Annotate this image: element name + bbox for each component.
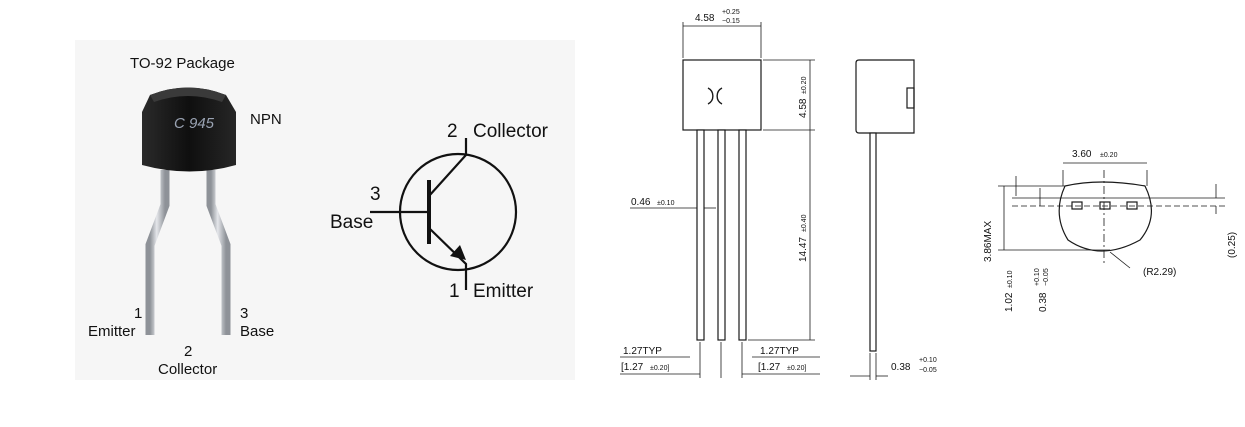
emitter-arrow [450, 245, 466, 260]
body-height-label: 4.58 ±0.20 [798, 76, 809, 118]
side-notch [906, 87, 915, 109]
body-marking: C 945 [174, 115, 215, 132]
pitch-left-tol: ±0.20] [650, 365, 669, 372]
photo-panel: TO-92 Package C 945 NPN 1 Emitter 2 Coll… [75, 40, 575, 380]
lead-thickness-dim: 0.38 [891, 362, 911, 373]
bottom-pad-2 [1099, 201, 1111, 210]
to92-body: C 945 [142, 87, 236, 172]
body-top-bevel [150, 87, 226, 102]
side-lead [869, 132, 877, 352]
svg-text:+0.10: +0.10 [1034, 268, 1041, 286]
front-lead-1 [696, 129, 705, 341]
radius-dim: (R2.29) [1143, 267, 1176, 278]
bottom-width-tol: ±0.20 [1100, 152, 1118, 159]
bottom-pad-3 [1126, 201, 1138, 210]
front-lead-2 [717, 129, 726, 341]
width-tol-minus: −0.15 [722, 18, 740, 25]
emitter-label: Emitter [473, 281, 534, 302]
pitch-right-val: [1.27 [758, 362, 781, 373]
pin1-name: Emitter [88, 323, 136, 340]
emitter-wire [428, 227, 468, 290]
width-tol-plus: +0.25 [722, 9, 740, 16]
width-dim: 4.58 [695, 13, 715, 24]
base-number: 3 [370, 184, 381, 205]
npn-symbol [370, 138, 518, 290]
gap-dim: (0.25) [1227, 232, 1238, 258]
pin2-name: Collector [158, 361, 217, 378]
svg-text:4.58: 4.58 [798, 98, 809, 118]
svg-text:14.47: 14.47 [798, 237, 809, 262]
pin1-number: 1 [134, 305, 142, 322]
front-lead-3 [738, 129, 747, 341]
bottom-pad-1 [1071, 201, 1083, 210]
svg-text:1.02: 1.02 [1004, 292, 1015, 312]
front-view [620, 22, 820, 378]
body-shell [142, 87, 236, 172]
bottom-view [998, 162, 1225, 269]
bottom-outline [1058, 181, 1152, 252]
svg-text:0.38: 0.38 [1038, 292, 1049, 312]
front-mold-mark [707, 87, 723, 105]
offset-b-label: 0.38 +0.10 −0.05 [1034, 268, 1050, 312]
collector-number: 2 [447, 121, 458, 142]
svg-text:−0.05: −0.05 [1043, 268, 1050, 286]
offset-a-label: 1.02 ±0.10 [1004, 270, 1015, 312]
svg-text:±0.10: ±0.10 [1007, 270, 1014, 288]
side-body [855, 59, 915, 134]
pitch-right-typ: 1.27TYP [760, 346, 799, 357]
pin3-number: 3 [240, 305, 248, 322]
lead-thickness-tol-minus: −0.05 [919, 367, 937, 374]
pitch-left-val: [1.27 [621, 362, 644, 373]
collector-label: Collector [473, 121, 549, 142]
lead-base [206, 170, 231, 335]
lead-emitter [145, 170, 170, 335]
emitter-number: 1 [449, 281, 460, 302]
lead-width-dim: 0.46 [631, 197, 651, 208]
pitch-right-tol: ±0.20] [787, 365, 806, 372]
lead-length-label: 14.47 ±0.40 [798, 214, 809, 262]
pin3-name: Base [240, 323, 274, 340]
collector-wire [428, 138, 468, 197]
svg-text:±0.40: ±0.40 [801, 214, 808, 232]
pin2-number: 2 [184, 343, 192, 360]
base-label: Base [330, 212, 373, 233]
lead-thickness-tol-plus: +0.10 [919, 357, 937, 364]
transistor-leads [145, 170, 231, 335]
max-height-dim: 3.86MAX [983, 221, 994, 262]
npn-label: NPN [250, 111, 282, 128]
pitch-left-typ: 1.27TYP [623, 346, 662, 357]
lead-width-tol: ±0.10 [657, 200, 675, 207]
package-title: TO-92 Package [130, 55, 235, 72]
front-body [682, 59, 762, 131]
side-view [850, 59, 915, 380]
bottom-width-dim: 3.60 [1072, 149, 1092, 160]
svg-text:±0.20: ±0.20 [801, 76, 808, 94]
